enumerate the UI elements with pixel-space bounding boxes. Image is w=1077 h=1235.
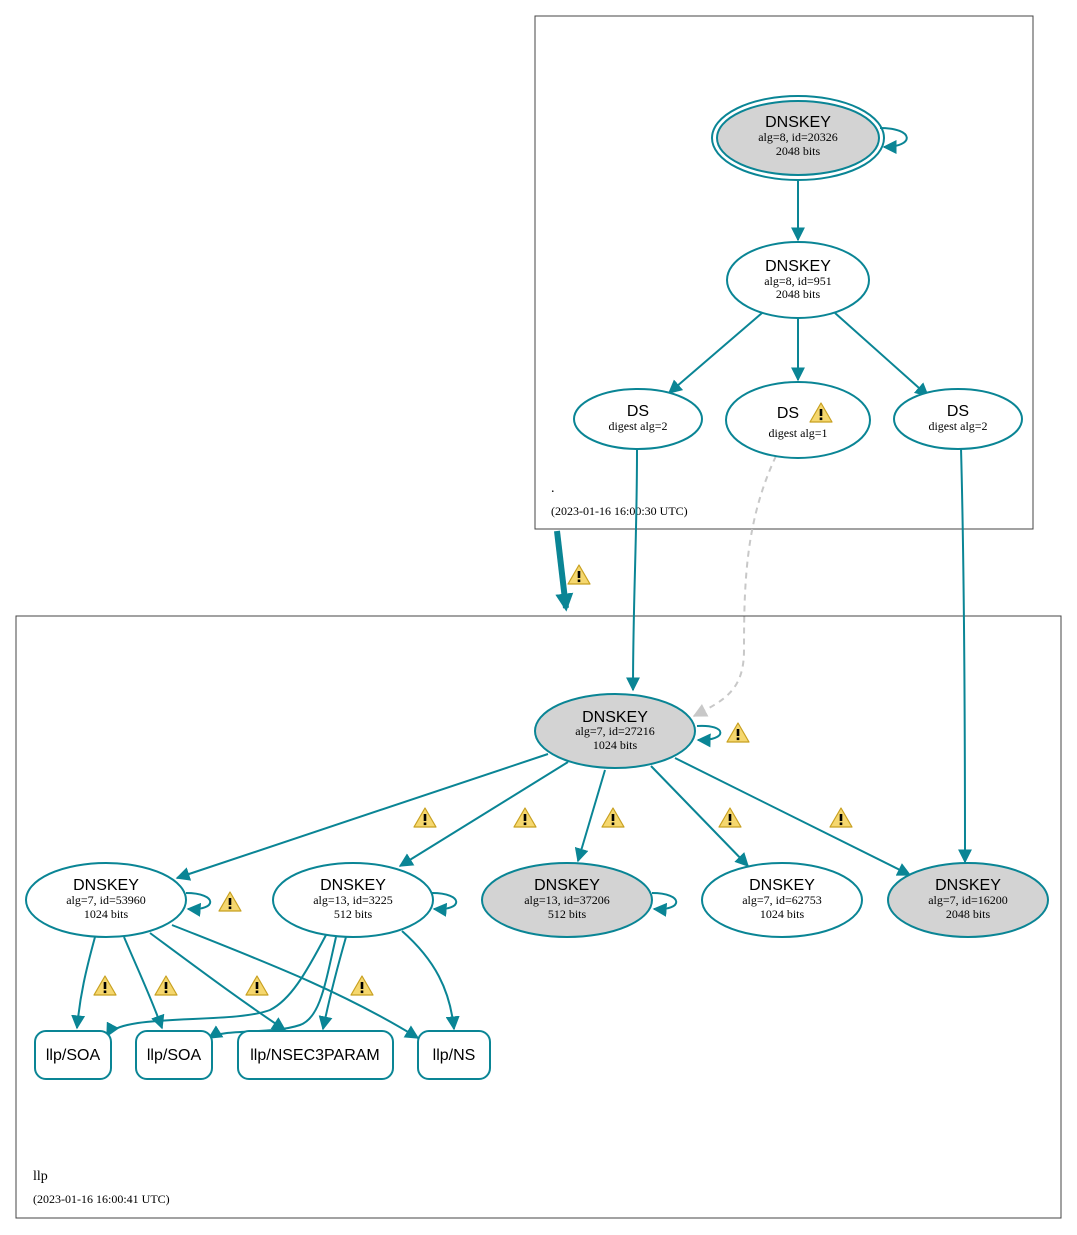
edge-llp-ksk-to-53960 (175, 753, 549, 881)
ds3-digest: digest alg=2 (928, 419, 987, 433)
edge-53960-to-nsec3param (149, 932, 287, 1031)
root-ds-node-2[interactable]: DS digest alg=1 (725, 381, 871, 459)
rrset-ns-label: llp/NS (433, 1047, 476, 1064)
rrset-soa-1-label: llp/SOA (46, 1047, 101, 1064)
rrset-soa-1[interactable]: llp/SOA (34, 1030, 112, 1080)
rrset-soa-2-label: llp/SOA (147, 1047, 202, 1064)
llp-key-62753-node[interactable]: DNSKEY alg=7, id=62753 1024 bits (701, 862, 863, 938)
edge-3225-to-soa1 (106, 934, 327, 1038)
warning-icon-rr-2 (154, 975, 178, 996)
edge-llp-ksk-to-3225 (398, 761, 569, 867)
llp-ksk-alg: alg=7, id=27216 (575, 724, 655, 738)
rrset-nsec3param-label: llp/NSEC3PARAM (250, 1047, 380, 1064)
ds2-title: DS (777, 405, 799, 422)
edge-3225-to-nsec3param (318, 936, 347, 1031)
key-37206-title: DNSKEY (534, 877, 600, 894)
root-ksk-alg: alg=8, id=20326 (758, 130, 838, 144)
root-ksk-title: DNSKEY (765, 114, 831, 131)
root-zsk-node[interactable]: DNSKEY alg=8, id=951 2048 bits (726, 241, 870, 319)
llp-zone-timestamp: (2023-01-16 16:00:41 UTC) (33, 1192, 170, 1206)
warning-icon-4 (718, 807, 742, 828)
root-ds-node-3[interactable]: DS digest alg=2 (893, 388, 1023, 450)
key-16200-alg: alg=7, id=16200 (928, 893, 1008, 907)
key-53960-alg: alg=7, id=53960 (66, 893, 146, 907)
llp-key-37206-node[interactable]: DNSKEY alg=13, id=37206 512 bits (481, 862, 653, 938)
key-62753-alg: alg=7, id=62753 (742, 893, 822, 907)
llp-ksk-bits: 1024 bits (593, 738, 638, 752)
edge-53960-to-soa1 (71, 936, 96, 1030)
edge-llp-ksk-to-16200 (674, 757, 912, 876)
root-zone-timestamp: (2023-01-16 16:00:30 UTC) (551, 504, 688, 518)
key-37206-alg: alg=13, id=37206 (524, 893, 610, 907)
key-62753-bits: 1024 bits (760, 907, 805, 921)
ds1-digest: digest alg=2 (608, 419, 667, 433)
warning-icon-5 (829, 807, 853, 828)
edge-ds2-to-llp-ksk (692, 455, 777, 717)
root-zsk-alg: alg=8, id=951 (764, 274, 832, 288)
edge-llp-ksk-to-62753 (650, 765, 749, 868)
llp-ksk-title: DNSKEY (582, 709, 648, 726)
edge-ds1-to-llp-ksk (626, 448, 641, 692)
warning-icon-rr-4 (350, 975, 374, 996)
edge-zsk-to-ds1 (667, 312, 763, 394)
rrset-soa-2[interactable]: llp/SOA (135, 1030, 213, 1080)
edge-53960-self (185, 892, 212, 917)
root-ksk-node[interactable]: DNSKEY alg=8, id=20326 2048 bits (711, 95, 885, 181)
edge-zsk-to-ds3 (834, 312, 930, 397)
rrset-ns[interactable]: llp/NS (417, 1030, 491, 1080)
edge-ksk-self (879, 127, 908, 154)
ds2-digest: digest alg=1 (768, 426, 827, 440)
edge-llp-ksk-to-37206 (574, 769, 606, 863)
warning-icon-53960-self (218, 891, 242, 912)
warning-icon-1 (413, 807, 437, 828)
warning-icon-2 (513, 807, 537, 828)
key-16200-bits: 2048 bits (946, 907, 991, 921)
root-zone-box (534, 15, 1034, 530)
root-ds-node-1[interactable]: DS digest alg=2 (573, 388, 703, 450)
llp-ksk-self-warning-icon (726, 722, 750, 743)
root-zsk-title: DNSKEY (765, 258, 831, 275)
edge-3225-to-soa2 (207, 936, 337, 1039)
edge-37206-self (651, 892, 678, 917)
edge-ds3-to-llp-16200 (957, 447, 972, 864)
root-ksk-bits: 2048 bits (776, 144, 821, 158)
key-16200-title: DNSKEY (935, 877, 1001, 894)
key-3225-alg: alg=13, id=3225 (313, 893, 393, 907)
llp-zone-box (15, 615, 1062, 1219)
key-3225-bits: 512 bits (334, 907, 373, 921)
edge-3225-to-ns (401, 930, 460, 1031)
edge-53960-to-ns (171, 924, 420, 1039)
edge-llp-ksk-self (696, 724, 722, 748)
llp-key-16200-node[interactable]: DNSKEY alg=7, id=16200 2048 bits (887, 862, 1049, 938)
key-53960-bits: 1024 bits (84, 907, 129, 921)
warning-icon-3 (601, 807, 625, 828)
root-zone-name: . (551, 481, 555, 496)
warning-icon-rr-3 (245, 975, 269, 996)
llp-ksk-node[interactable]: DNSKEY alg=7, id=27216 1024 bits (534, 693, 696, 769)
ds3-title: DS (947, 403, 969, 420)
delegation-warning-icon (567, 564, 591, 585)
ds1-title: DS (627, 403, 649, 420)
llp-key-3225-node[interactable]: DNSKEY alg=13, id=3225 512 bits (272, 862, 434, 938)
llp-zone-name: llp (33, 1169, 48, 1184)
root-zsk-bits: 2048 bits (776, 287, 821, 301)
edge-53960-to-soa2 (123, 936, 165, 1030)
llp-key-53960-node[interactable]: DNSKEY alg=7, id=53960 1024 bits (25, 862, 187, 938)
rrset-nsec3param[interactable]: llp/NSEC3PARAM (237, 1030, 394, 1080)
key-62753-title: DNSKEY (749, 877, 815, 894)
edge-3225-self (431, 892, 458, 917)
delegation-arrow (554, 530, 574, 612)
key-37206-bits: 512 bits (548, 907, 587, 921)
key-53960-title: DNSKEY (73, 877, 139, 894)
warning-icon-rr-1 (93, 975, 117, 996)
key-3225-title: DNSKEY (320, 877, 386, 894)
